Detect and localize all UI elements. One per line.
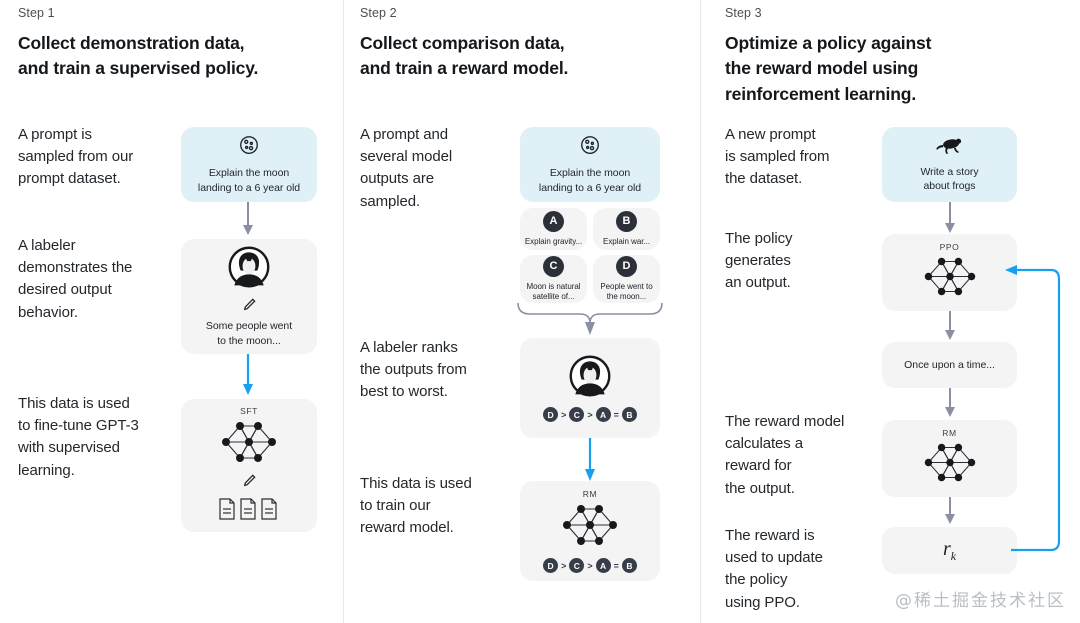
rank-pill: B — [621, 407, 637, 422]
output-a-text: Explain gravity... — [524, 236, 583, 246]
rank-pill: D — [543, 558, 559, 573]
neural-net-icon — [921, 254, 979, 304]
rank-op: = — [613, 560, 619, 571]
output-b-text: Explain war... — [603, 236, 650, 246]
ranking-row-rm: D > C > A = B — [543, 558, 637, 573]
rank-op: > — [561, 409, 567, 420]
reward-model-card-3[interactable]: RM — [882, 420, 1017, 497]
sft-label: SFT — [240, 405, 258, 416]
rank-pill: D — [543, 407, 559, 422]
moon-icon — [238, 134, 260, 161]
caption-1-1: A prompt is sampled from our prompt data… — [18, 126, 134, 188]
rm-label: RM — [582, 489, 598, 499]
caption-1-2: A labeler demonstrates the desired outpu… — [18, 237, 133, 321]
rank-pill: B — [621, 558, 637, 573]
prompt-card-text: Explain the moon landing to a 6 year old — [538, 167, 642, 194]
arrow-down-gray-3d — [942, 497, 958, 530]
column-step-1: Step 1 Collect demonstration data, and t… — [0, 0, 343, 623]
caption-3-1: A new prompt is sampled from the dataset… — [725, 126, 830, 188]
badge-b: B — [616, 210, 637, 232]
arrow-down-gray-3c — [942, 388, 958, 423]
output-card-a[interactable]: A Explain gravity... — [520, 208, 587, 250]
output-card-b[interactable]: B Explain war... — [593, 208, 660, 250]
step-label-3: Step 3 — [725, 6, 762, 20]
labeler-demo-card[interactable]: Some people went to the moon... — [181, 239, 317, 354]
labeler-icon — [227, 245, 271, 294]
badge-c: C — [543, 255, 564, 277]
badge-d: D — [616, 255, 637, 277]
caption-2-2: A labeler ranks the outputs from best to… — [360, 339, 467, 401]
prompt-card-2[interactable]: Explain the moon landing to a 6 year old — [520, 127, 660, 202]
reward-formula: rk — [943, 538, 956, 564]
output-c-text: Moon is natural satellite of... — [526, 281, 581, 301]
generated-output-card[interactable]: Once upon a time... — [882, 342, 1017, 388]
new-prompt-text: Write a story about frogs — [920, 165, 979, 192]
ppo-feedback-loop-arrow — [1001, 262, 1073, 563]
step-title-3: Optimize a policy against the reward mod… — [725, 33, 932, 104]
output-card-d[interactable]: D People went to the moon... — [593, 255, 660, 303]
caption-3-4: The reward is used to update the policy … — [725, 527, 823, 611]
rank-pill: A — [595, 558, 611, 573]
generated-output-text: Once upon a time... — [904, 358, 995, 371]
prompt-card-text: Explain the moon landing to a 6 year old — [197, 167, 301, 194]
caption-2-3: This data is used to train our reward mo… — [360, 475, 472, 537]
arrow-down-gray-1 — [240, 202, 256, 241]
rank-pill: A — [595, 407, 611, 422]
caption-3-3: The reward model calculates a reward for… — [725, 413, 845, 497]
column-step-3: Step 3 Optimize a policy against the rew… — [700, 0, 1080, 623]
step-title-2: Collect comparison data, and train a rew… — [360, 33, 569, 79]
step-title-1: Collect demonstration data, and train a … — [18, 33, 259, 79]
frog-icon — [934, 136, 966, 161]
column-step-2: Step 2 Collect comparison data, and trai… — [343, 0, 700, 623]
rank-op: = — [613, 409, 619, 420]
caption-3-2: The policy generates an output. — [725, 230, 793, 292]
pencil-icon — [242, 473, 257, 493]
neural-net-icon — [559, 501, 621, 554]
caption-2-1: A prompt and several model outputs are s… — [360, 126, 453, 210]
pencil-icon — [242, 297, 257, 317]
rank-op: > — [587, 409, 593, 420]
ppo-policy-card[interactable]: PPO — [882, 234, 1017, 311]
reward-symbol: r — [942, 537, 951, 560]
reward-subscript: k — [950, 548, 957, 563]
moon-icon — [579, 134, 601, 161]
step-label-2: Step 2 — [360, 6, 397, 20]
output-d-text: People went to the moon... — [600, 281, 653, 301]
rank-op: > — [561, 560, 567, 571]
ppo-label: PPO — [939, 241, 960, 252]
neural-net-icon — [921, 440, 979, 490]
rm-label-3: RM — [942, 427, 957, 438]
prompt-card-1[interactable]: Explain the moon landing to a 6 year old — [181, 127, 317, 202]
labeler-icon — [568, 354, 612, 403]
new-prompt-card[interactable]: Write a story about frogs — [882, 127, 1017, 202]
arrow-down-gray-3b — [942, 311, 958, 346]
arrow-down-gray-3a — [942, 202, 958, 239]
ranking-row-labeler: D > C > A = B — [543, 407, 637, 422]
badge-a: A — [543, 210, 564, 232]
neural-net-icon — [218, 418, 280, 471]
rank-pill: C — [569, 407, 585, 422]
watermark: @稀土掘金技术社区 — [895, 591, 1066, 611]
output-card-c[interactable]: C Moon is natural satellite of... — [520, 255, 587, 303]
reward-value-card[interactable]: rk — [882, 527, 1017, 574]
reward-model-card-2[interactable]: RM — [520, 481, 660, 581]
merge-brace-arrow — [514, 301, 670, 342]
arrow-down-blue-1 — [240, 354, 256, 401]
sft-model-card[interactable]: SFT — [181, 399, 317, 532]
rank-op: > — [587, 560, 593, 571]
step-label-1: Step 1 — [18, 6, 55, 20]
rank-pill: C — [569, 558, 585, 573]
arrow-down-blue-2 — [582, 438, 598, 487]
documents-icon — [218, 497, 280, 526]
labeler-ranking-card[interactable]: D > C > A = B — [520, 338, 660, 438]
labeler-demo-text: Some people went to the moon... — [205, 320, 293, 347]
caption-1-3: This data is used to fine-tune GPT-3 wit… — [18, 395, 139, 479]
